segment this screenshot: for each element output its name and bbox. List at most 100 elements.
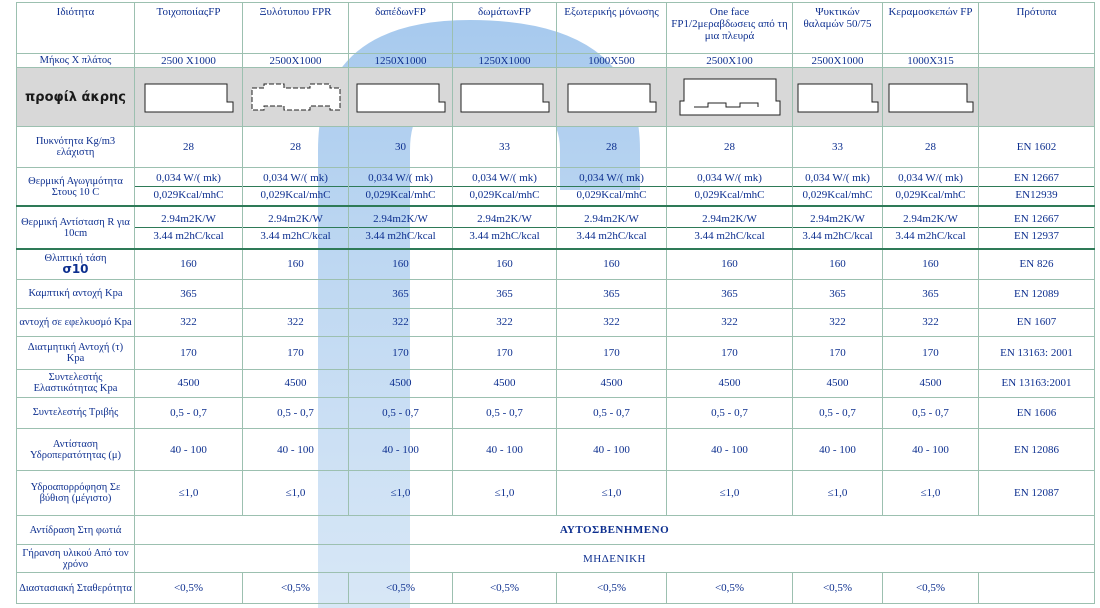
value-alt: 3.44 m2hC/kcal: [349, 227, 452, 242]
cell: 33: [452, 126, 557, 168]
profile-cell: [792, 67, 883, 128]
row-label: Μήκος Χ πλάτος: [16, 52, 135, 69]
cell: 365: [134, 279, 243, 309]
cell: 28: [882, 126, 979, 168]
value-alt: 3.44 m2hC/kcal: [453, 227, 556, 242]
cell: 0,034 W/( mk)0,029Kcal/mhC: [348, 166, 453, 207]
header-col-2: Ξυλότυπου FPR: [242, 2, 349, 54]
standard-a: EN 12667: [1014, 172, 1059, 185]
cell: 40 - 100: [556, 427, 667, 472]
row-label: Αντίδραση Στη φωτιά: [16, 515, 135, 545]
cell: [242, 279, 349, 309]
standard-b: EN 12937: [979, 227, 1094, 242]
header-row: Ιδιότητα ΤοιχοποιίαςFP Ξυλότυπου FPR δαπ…: [16, 2, 1095, 54]
value-alt: 0,029Kcal/mhC: [349, 186, 452, 201]
friction-row: Συντελεστής Τριβής 0,5 - 0,7 0,5 - 0,7 0…: [16, 397, 1095, 429]
cell: 4500: [242, 368, 349, 399]
header-col-7: Ψυκτικών θαλαμών 50/75: [792, 2, 883, 54]
row-label: Διατμητική Αντοχή (τ) Kpa: [16, 336, 135, 370]
cell: 0,5 - 0,7: [134, 397, 243, 429]
standard-cell: EN 12087: [978, 470, 1095, 517]
density-row: Πυκνότητα Kg/m3 ελάχιστη 28 28 30 33 28 …: [16, 126, 1095, 168]
cell: ≤1,0: [792, 470, 883, 517]
row-label: Αντίσταση Υδροπερατότητας (μ): [16, 427, 135, 472]
cell: 4500: [452, 368, 557, 399]
standard-cell: EN 13163:2001: [978, 368, 1095, 399]
cell: 160: [882, 247, 979, 281]
value-alt: 3.44 m2hC/kcal: [883, 227, 978, 242]
value-si: 0,034 W/( mk): [697, 172, 762, 185]
cell: 1250X1000: [452, 52, 557, 69]
header-standards: Πρότυπα: [978, 2, 1095, 54]
sigma-symbol: σ10: [62, 262, 89, 277]
absorption-row: Υδροαπορρόφηση Σε βύθιση (μέγιστο) ≤1,0 …: [16, 470, 1095, 517]
cell: ≤1,0: [348, 470, 453, 517]
cell: 365: [556, 279, 667, 309]
cell: 0,034 W/( mk)0,029Kcal/mhC: [134, 166, 243, 207]
row-label: προφίλ άκρης: [16, 67, 135, 128]
cell: 0,034 W/( mk)0,029Kcal/mhC: [556, 166, 667, 207]
value-si: 2.94m2K/W: [373, 213, 428, 226]
cell: 4500: [134, 368, 243, 399]
cell: 4500: [348, 368, 453, 399]
cell: 28: [242, 126, 349, 168]
header-col-1: ΤοιχοποιίαςFP: [134, 2, 243, 54]
conductivity-row: Θερμική Αγωγιμότητα Στους 10 C 0,034 W/(…: [16, 166, 1095, 207]
edge-profile-step-icon: [356, 83, 445, 113]
standard-cell: EN 1606: [978, 397, 1095, 429]
value-si: 0,034 W/( mk): [898, 172, 963, 185]
cell: 0,034 W/( mk)0,029Kcal/mhC: [792, 166, 883, 207]
cell: 28: [556, 126, 667, 168]
edge-profile-step-icon: [797, 83, 878, 113]
cell: ≤1,0: [666, 470, 793, 517]
cell: 2500X100: [666, 52, 793, 69]
cell: 28: [134, 126, 243, 168]
cell: 0,5 - 0,7: [556, 397, 667, 429]
bending-row: Καμπτική αντοχή Kpa 365 365 365 365 365 …: [16, 279, 1095, 309]
standard-cell: EN 1602: [978, 126, 1095, 168]
profile-cell: [978, 67, 1095, 128]
header-property: Ιδιότητα: [16, 2, 135, 54]
cell: 4500: [556, 368, 667, 399]
cell: <0,5%: [348, 572, 453, 604]
row-label-text: Θλιπτική τάση: [44, 253, 107, 265]
value-si: 0,034 W/( mk): [472, 172, 537, 185]
value-si: 2.94m2K/W: [702, 213, 757, 226]
cell: 40 - 100: [348, 427, 453, 472]
cell: <0,5%: [134, 572, 243, 604]
cell: 365: [666, 279, 793, 309]
cell: 160: [666, 247, 793, 281]
cell: 365: [882, 279, 979, 309]
cell: 160: [242, 247, 349, 281]
cell: 170: [348, 336, 453, 370]
cell: 0,5 - 0,7: [792, 397, 883, 429]
standard-b: EN12939: [979, 186, 1094, 201]
value-si: 0,034 W/( mk): [263, 172, 328, 185]
value-si: 0,034 W/( mk): [156, 172, 221, 185]
cell: <0,5%: [792, 572, 883, 604]
cell: ≤1,0: [556, 470, 667, 517]
cell: 0,5 - 0,7: [348, 397, 453, 429]
elasticity-row: Συντελεστής Ελαστικότητας Kpa 4500 4500 …: [16, 368, 1095, 399]
header-col-4: δωμάτωνFP: [452, 2, 557, 54]
cell: 40 - 100: [666, 427, 793, 472]
cell: 1000X500: [556, 52, 667, 69]
cell: 1000X315: [882, 52, 979, 69]
cell: 40 - 100: [242, 427, 349, 472]
cell: 0,5 - 0,7: [882, 397, 979, 429]
cell: 28: [666, 126, 793, 168]
value-alt: 3.44 m2hC/kcal: [135, 227, 242, 242]
value-si: 2.94m2K/W: [810, 213, 865, 226]
value-si: 2.94m2K/W: [903, 213, 958, 226]
profile-row: προφίλ άκρης: [16, 67, 1095, 128]
